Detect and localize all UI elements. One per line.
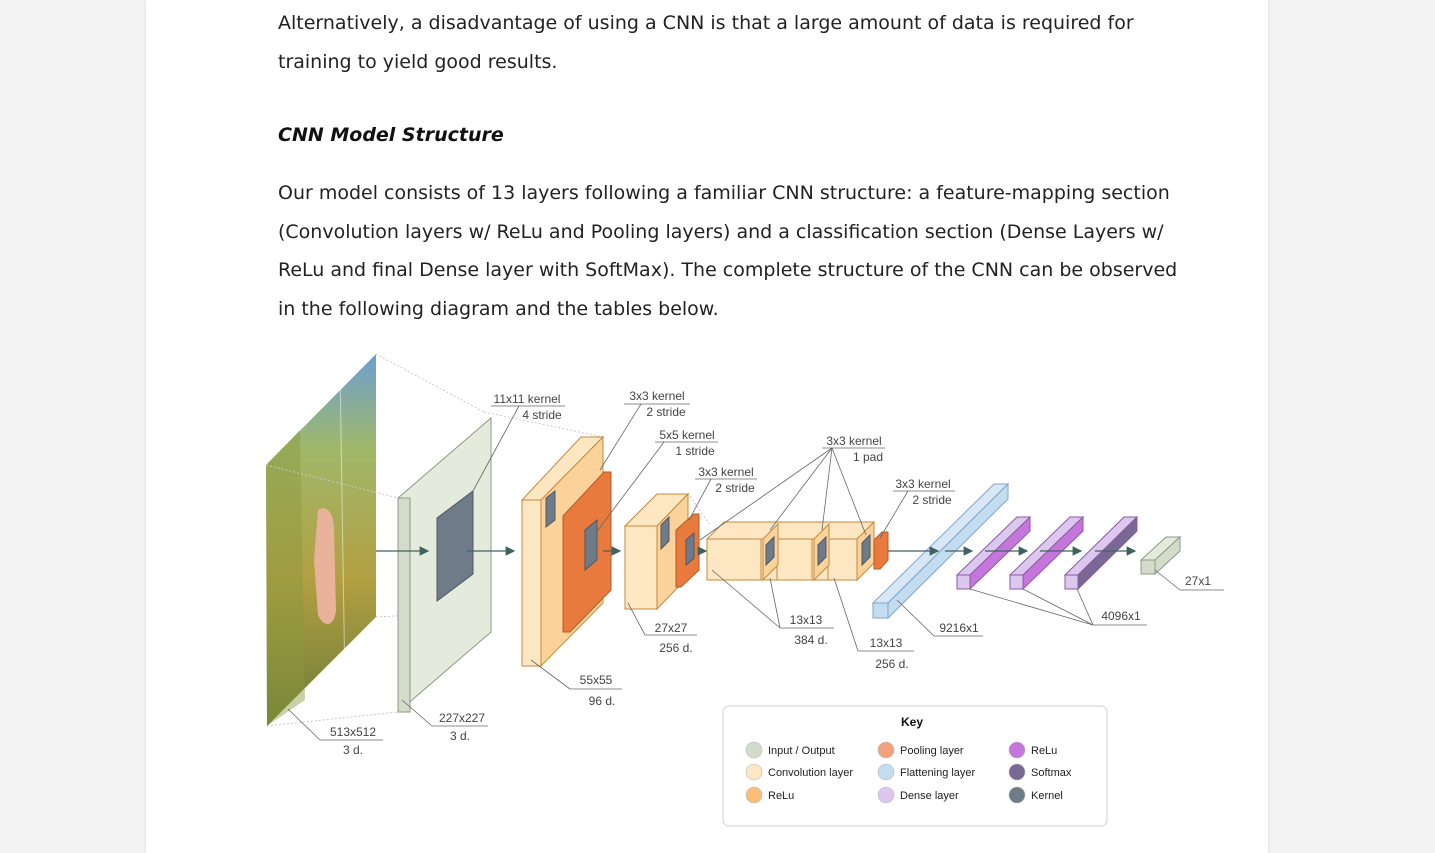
input-227-block: [397, 416, 492, 714]
paragraph-model-description: Our model consists of 13 layers followin…: [278, 182, 1178, 320]
key-title: Key: [901, 715, 923, 729]
label-kernel3-stride: 1 stride: [675, 444, 715, 458]
label-kernel1-stride: 4 stride: [522, 408, 562, 422]
leader-lines: [287, 403, 1224, 741]
key-swatch: [1008, 763, 1026, 781]
key-swatch: [877, 741, 895, 759]
key-label: Pooling layer: [900, 745, 964, 757]
conv3-conv5-blocks: [705, 520, 889, 582]
key-label: Flattening layer: [900, 767, 976, 779]
label-conv2-size: 27x27: [655, 621, 688, 635]
key-swatch: [745, 763, 763, 781]
label-dense-size: 4096x1: [1101, 609, 1141, 623]
key-swatch: [745, 741, 763, 759]
label-kernel5-pad: 1 pad: [853, 450, 883, 464]
label-conv2-depth: 256 d.: [659, 641, 692, 655]
label-kernel1-size: 11x11 kernel: [494, 392, 561, 406]
projection-lines: [265, 353, 711, 727]
label-conv1-size: 55x55: [580, 673, 613, 687]
label-kernel3-size: 5x5 kernel: [659, 428, 714, 442]
label-resize-size: 227x227: [439, 711, 485, 725]
label-conv4-depth: 256 d.: [875, 657, 908, 671]
key-label: Kernel: [1031, 790, 1063, 802]
key-label: Softmax: [1031, 767, 1072, 779]
key-label: ReLu: [1031, 745, 1057, 757]
label-kernel6-stride: 2 stride: [912, 493, 952, 507]
label-kernel4-size: 3x3 kernel: [698, 465, 753, 479]
key-label: Dense layer: [900, 790, 959, 802]
output-layer: [1139, 535, 1182, 576]
conv2-block: [623, 492, 700, 611]
conv1-block: [520, 435, 612, 668]
paragraph-data-disadvantage: Alternatively, a disadvantage of using a…: [278, 12, 1134, 73]
key-label: ReLu: [768, 790, 794, 802]
label-output-size: 27x1: [1185, 574, 1211, 588]
label-kernel2-size: 3x3 kernel: [629, 389, 684, 403]
dense-layers: [955, 515, 1139, 591]
key-label: Convolution layer: [768, 767, 853, 779]
key-label: Input / Output: [768, 745, 835, 757]
label-flatten-size: 9216x1: [939, 621, 979, 635]
label-kernel4-stride: 2 stride: [715, 481, 755, 495]
label-input-depth: 3 d.: [343, 743, 363, 757]
label-kernel6-size: 3x3 kernel: [895, 477, 950, 491]
key-swatch: [877, 786, 895, 804]
key-swatch: [877, 763, 895, 781]
key-swatch: [745, 786, 763, 804]
label-conv3-size: 13x13: [790, 613, 823, 627]
key-swatch: [1008, 786, 1026, 804]
label-conv4-size: 13x13: [870, 636, 903, 650]
label-input-size: 513x512: [330, 725, 376, 739]
label-kernel5-size: 3x3 kernel: [826, 434, 881, 448]
label-resize-depth: 3 d.: [450, 729, 470, 743]
label-kernel2-stride: 2 stride: [646, 405, 686, 419]
section-heading: CNN Model Structure: [278, 124, 504, 146]
label-conv3-depth: 384 d.: [794, 633, 827, 647]
label-conv1-depth: 96 d.: [589, 694, 616, 708]
key-swatch: [1008, 741, 1026, 759]
diagram-labels: 513x512 3 d. 227x227 3 d. 11x11 kernel 4…: [330, 389, 1211, 757]
input-image: [266, 354, 376, 726]
